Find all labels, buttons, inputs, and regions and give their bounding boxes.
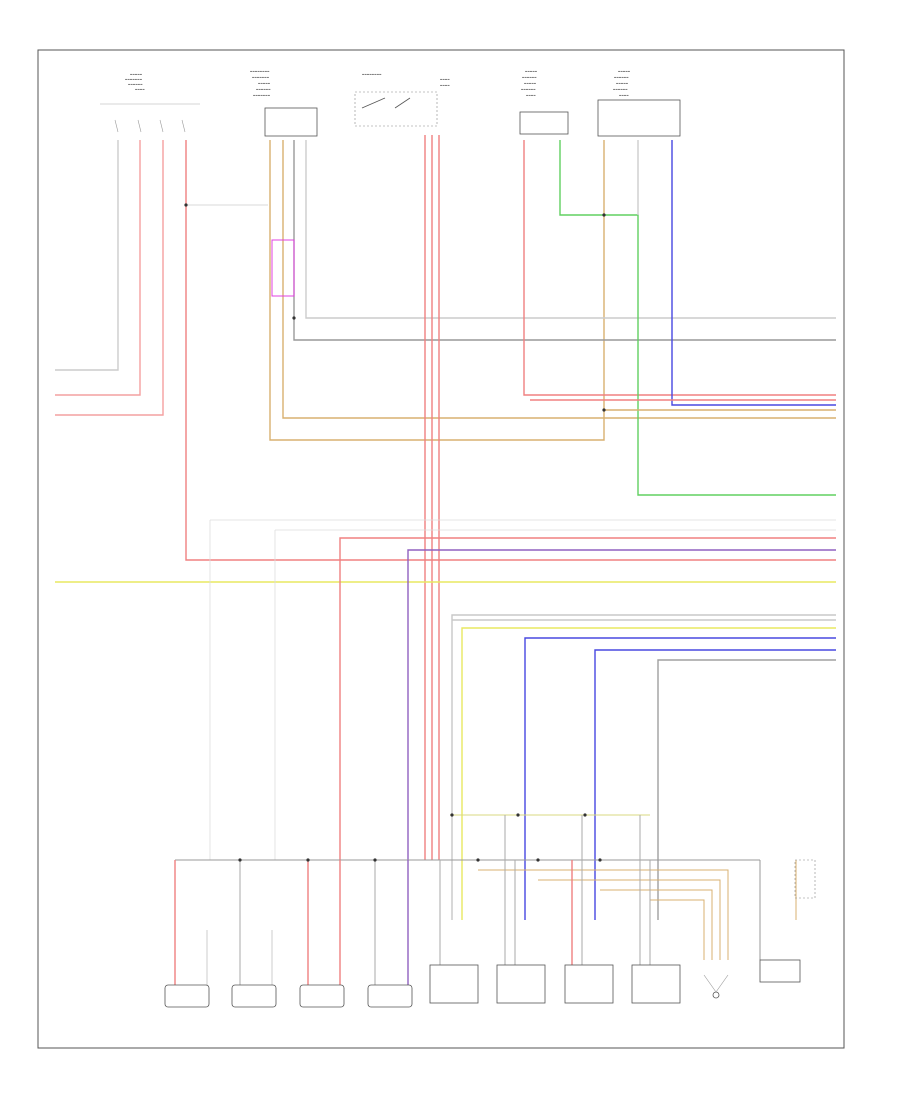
svg-text:▬▬▬▬▬: ▬▬▬▬▬: [616, 82, 629, 85]
svg-text:▬▬▬▬▬▬: ▬▬▬▬▬▬: [521, 88, 536, 91]
svg-text:▬▬▬▬▬▬▬▬: ▬▬▬▬▬▬▬▬: [250, 70, 270, 73]
svg-text:▬▬▬▬▬▬▬: ▬▬▬▬▬▬▬: [125, 78, 143, 81]
tweeter-2: [231, 860, 277, 1008]
svg-text:▬▬▬▬▬▬▬: ▬▬▬▬▬▬▬: [253, 94, 271, 97]
svg-text:▬▬▬▬▬▬: ▬▬▬▬▬▬: [128, 83, 143, 86]
right-front-door-amplifier: ▬▬▬▬▬▬▬▬▬▬▬▬▬▬▬▬▬▬▬▬▬▬▬▬▬▬: [597, 70, 681, 137]
diagram-frame: [37, 49, 845, 1049]
hot-at-all-times-switch: ▬▬▬▬▬▬▬▬▬▬▬▬▬▬▬▬: [354, 73, 450, 127]
infotainment-control-module: ▬▬▬▬▬▬▬▬▬▬▬▬▬▬▬▬▬▬▬▬▬▬▬▬▬▬▬▬▬▬▬▬▬: [250, 70, 318, 137]
svg-text:▬▬▬▬▬▬: ▬▬▬▬▬▬: [613, 88, 628, 91]
svg-text:▬▬▬▬: ▬▬▬▬: [135, 88, 145, 91]
tweeter-1: [164, 860, 210, 1008]
svg-text:▬▬▬▬▬: ▬▬▬▬▬: [525, 70, 538, 73]
svg-text:▬▬▬▬▬: ▬▬▬▬▬: [130, 73, 143, 76]
svg-text:▬▬▬▬▬▬▬: ▬▬▬▬▬▬▬: [252, 76, 270, 79]
svg-text:▬▬▬▬▬: ▬▬▬▬▬: [258, 82, 271, 85]
bottom-bus: [175, 814, 797, 960]
svg-text:▬▬▬▬: ▬▬▬▬: [440, 78, 450, 81]
svg-text:▬▬▬▬▬▬: ▬▬▬▬▬▬: [522, 76, 537, 79]
svg-text:▬▬▬▬▬▬: ▬▬▬▬▬▬: [614, 76, 629, 79]
wires-top: [55, 135, 836, 920]
splice-points: [184, 203, 606, 862]
speaker-3: [564, 815, 614, 1004]
svg-text:▬▬▬▬▬▬▬▬: ▬▬▬▬▬▬▬▬: [362, 73, 382, 76]
svg-text:▬▬▬▬▬▬: ▬▬▬▬▬▬: [256, 88, 271, 91]
speaker-2: [496, 815, 546, 1004]
svg-text:▬▬▬▬: ▬▬▬▬: [440, 84, 450, 87]
left-front-door-speaker: ▬▬▬▬▬▬▬▬▬▬▬▬▬▬▬▬▬▬▬▬▬▬▬▬▬▬: [519, 70, 569, 135]
speaker-4: [631, 815, 681, 1004]
tweeter-4: [367, 860, 413, 1008]
svg-text:▬▬▬▬▬: ▬▬▬▬▬: [618, 70, 631, 73]
subwoofer-module: [759, 859, 816, 983]
tweeter-3: [299, 860, 345, 1008]
steering-column-module: ▬▬▬▬▬▬▬▬▬▬▬▬▬▬▬▬▬▬▬▬▬▬: [100, 73, 200, 133]
svg-text:▬▬▬▬: ▬▬▬▬: [526, 94, 536, 97]
svg-text:▬▬▬▬▬: ▬▬▬▬▬: [524, 82, 537, 85]
speaker-1: [429, 860, 479, 1004]
svg-text:▬▬▬▬: ▬▬▬▬: [619, 94, 629, 97]
antenna-connector: [703, 974, 729, 999]
